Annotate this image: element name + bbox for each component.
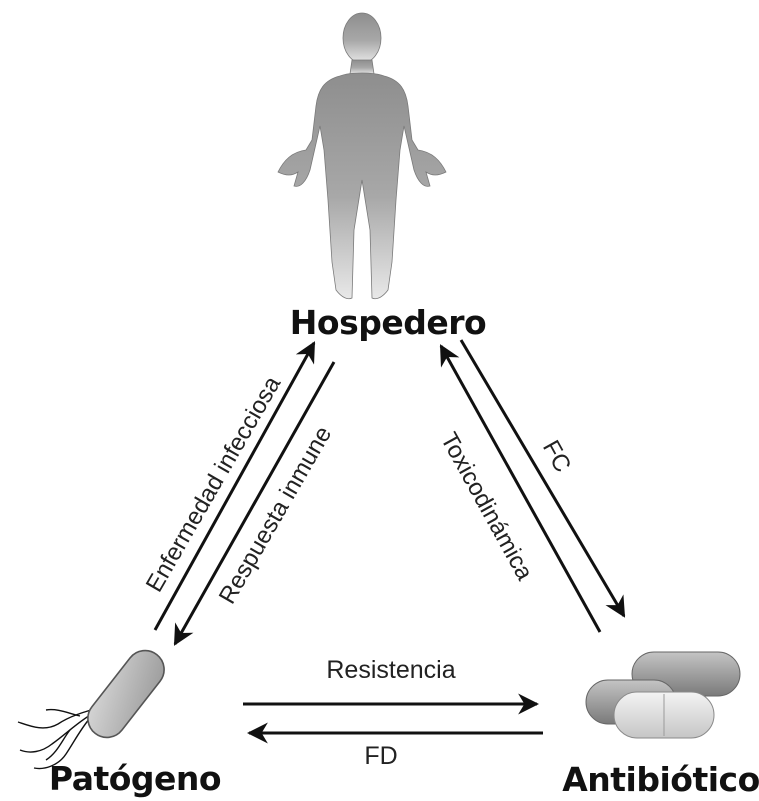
label-resistencia: Resistencia	[326, 656, 455, 684]
human-figure-icon	[278, 13, 446, 299]
node-label-hospedero: Hospedero	[290, 303, 486, 342]
capsules-icon	[586, 652, 740, 738]
label-fd: FD	[364, 742, 397, 770]
bacterium-icon	[18, 643, 172, 769]
node-label-antibiotico: Antibiótico	[562, 760, 759, 799]
node-label-patogeno: Patógeno	[49, 759, 221, 798]
label-fc: FC	[537, 436, 576, 477]
label-toxicodinamica: Toxicodinámica	[435, 428, 538, 585]
